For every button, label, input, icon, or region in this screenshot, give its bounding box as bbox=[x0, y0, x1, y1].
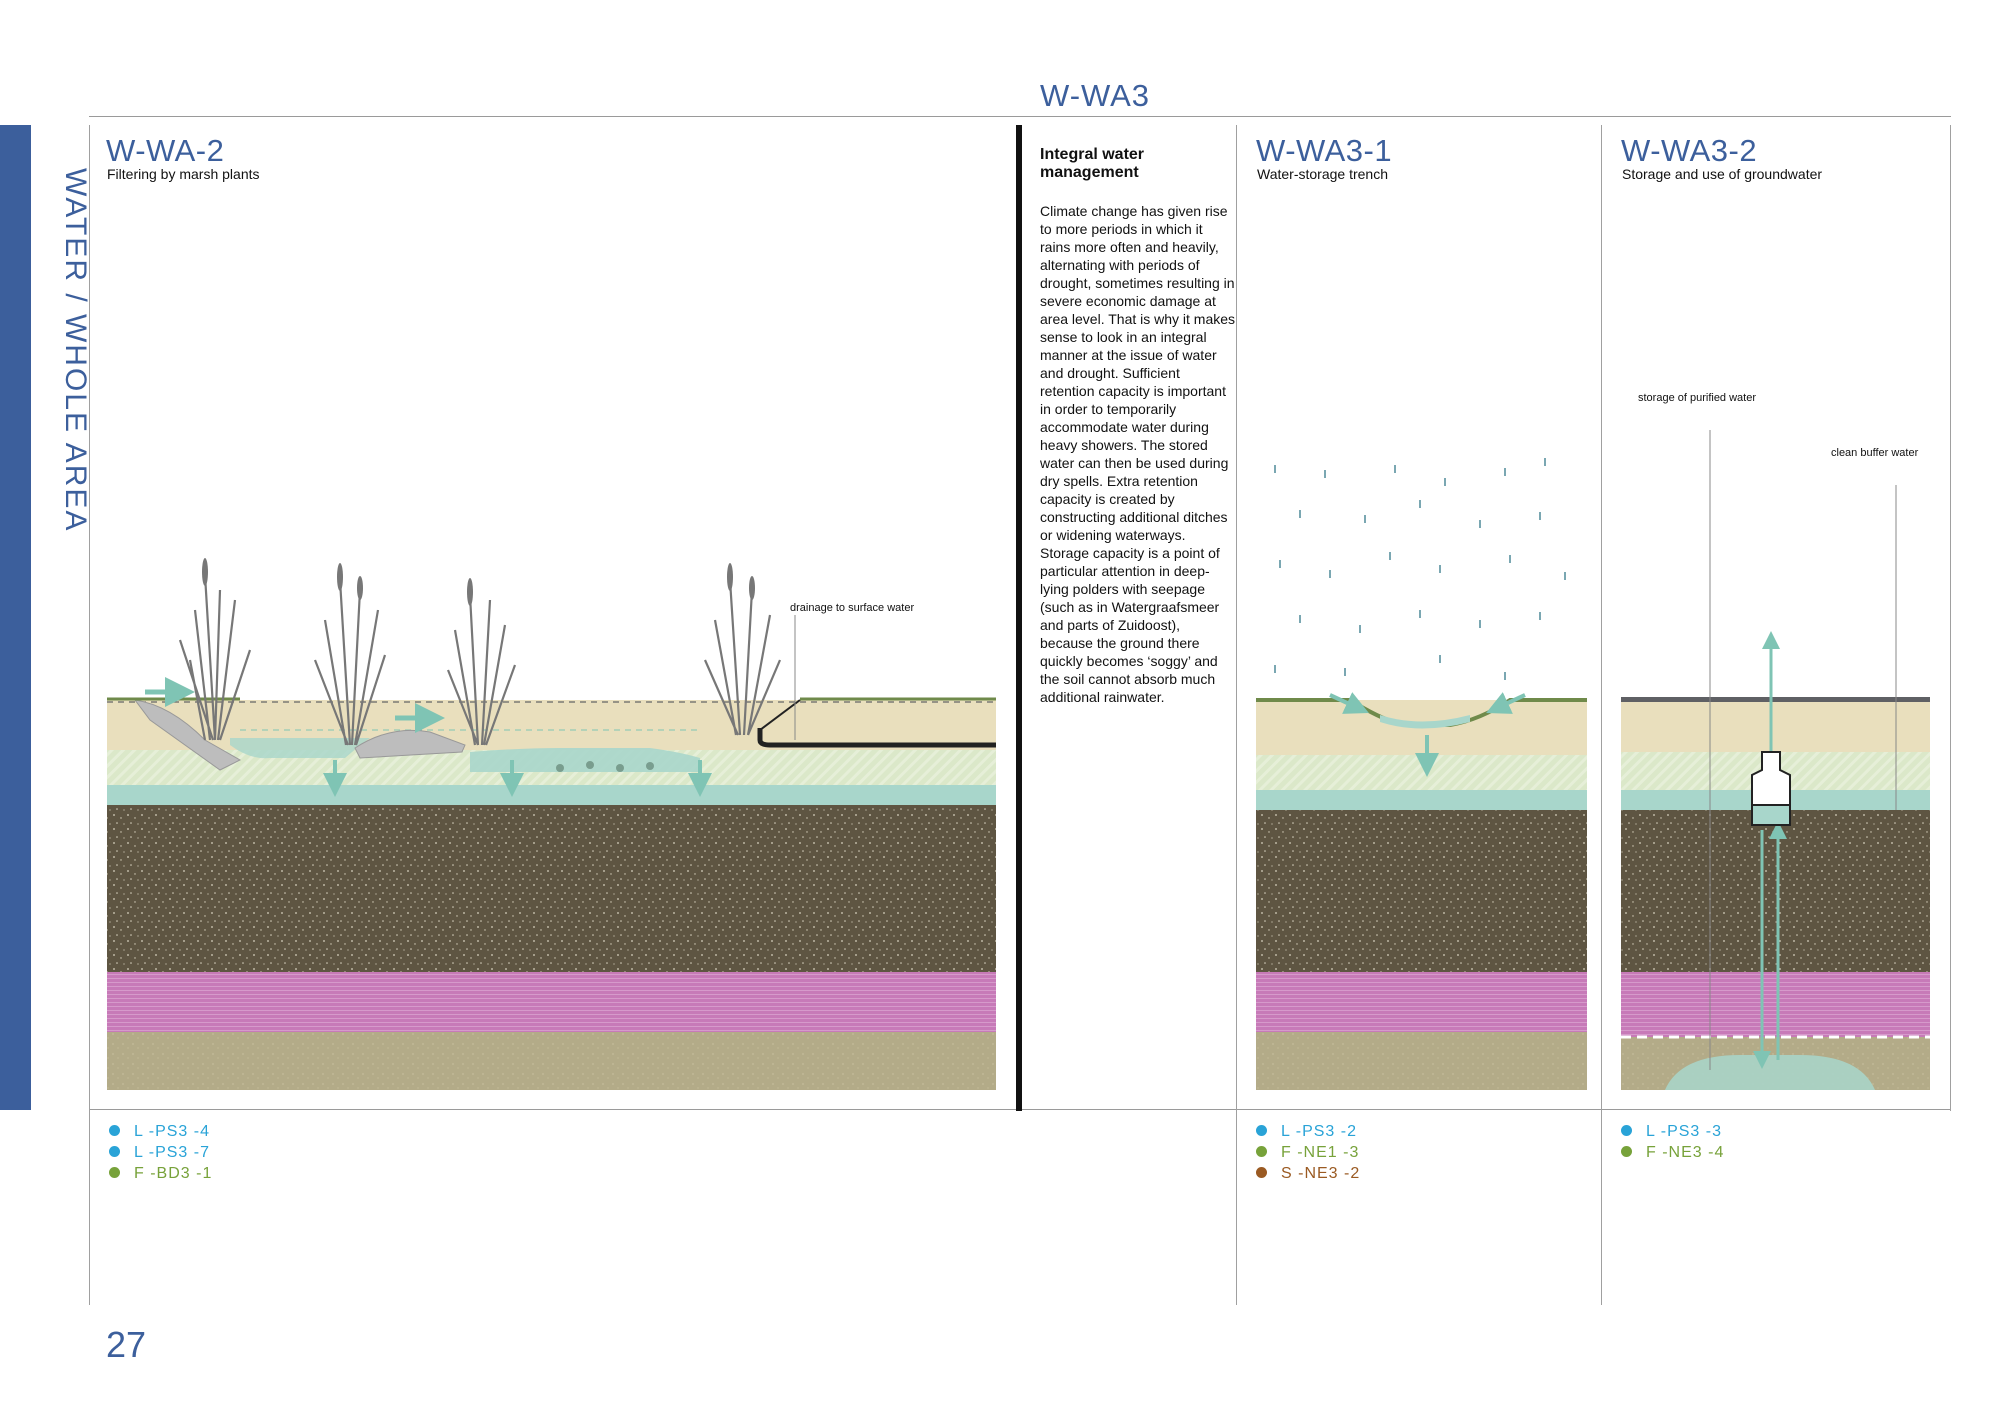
integral-water-text: Integral water management Climate change… bbox=[1040, 146, 1236, 706]
ref-item[interactable]: F -NE3 -4 bbox=[1621, 1142, 1724, 1163]
ref-item[interactable]: L -PS3 -4 bbox=[109, 1121, 212, 1142]
column-divider-2 bbox=[1236, 125, 1237, 1305]
ref-dot-icon bbox=[1256, 1167, 1267, 1178]
section-subtitle-wwa2: Filtering by marsh plants bbox=[107, 166, 260, 182]
ref-dot-icon bbox=[1621, 1146, 1632, 1157]
section-code-wwa31: W-WA3-1 bbox=[1256, 133, 1393, 168]
page-number: 27 bbox=[106, 1324, 147, 1365]
column-divider-3 bbox=[1601, 125, 1602, 1305]
refs-wwa31: L -PS3 -2 F -NE1 -3 S -NE3 -2 bbox=[1256, 1121, 1360, 1184]
ref-item[interactable]: L -PS3 -3 bbox=[1621, 1121, 1724, 1142]
refs-wwa32: L -PS3 -3 F -NE3 -4 bbox=[1621, 1121, 1724, 1163]
integral-heading: Integral water management bbox=[1040, 146, 1145, 181]
annotation-buffer: clean buffer water bbox=[1831, 447, 1919, 459]
section-code-wwa32: W-WA3-2 bbox=[1621, 133, 1758, 168]
ref-dot-icon bbox=[1256, 1146, 1267, 1157]
ref-item[interactable]: F -NE1 -3 bbox=[1256, 1142, 1360, 1163]
section-code-wwa2: W-WA-2 bbox=[106, 133, 225, 168]
ref-dot-icon bbox=[109, 1146, 120, 1157]
ref-dot-icon bbox=[109, 1167, 120, 1178]
ref-item[interactable]: S -NE3 -2 bbox=[1256, 1163, 1360, 1184]
sidebar-tab bbox=[0, 125, 31, 1110]
ref-dot-icon bbox=[1621, 1125, 1632, 1136]
top-divider bbox=[89, 116, 1951, 117]
section-subtitle-wwa32: Storage and use of groundwater bbox=[1622, 166, 1823, 182]
ref-item[interactable]: L -PS3 -2 bbox=[1256, 1121, 1360, 1142]
annotation-storage: storage of purified water bbox=[1638, 392, 1757, 404]
panel-wwa32-diagram bbox=[1621, 430, 1930, 1090]
panel-wwa31-diagram bbox=[1256, 458, 1587, 1090]
panel-wwa2-diagram bbox=[107, 558, 996, 1090]
refs-wwa2: L -PS3 -4 L -PS3 -7 F -BD3 -1 bbox=[109, 1121, 212, 1184]
column-divider-left bbox=[89, 125, 90, 1305]
ref-item[interactable]: F -BD3 -1 bbox=[109, 1163, 212, 1184]
ref-item[interactable]: L -PS3 -7 bbox=[109, 1142, 212, 1163]
annotation-drainage: drainage to surface water bbox=[790, 602, 915, 614]
integral-body: Climate change has given rise to more pe… bbox=[1040, 203, 1236, 705]
section-subtitle-wwa31: Water-storage trench bbox=[1257, 166, 1388, 182]
text-column-bar bbox=[1016, 125, 1022, 1111]
page-title: W-WA3 bbox=[1040, 78, 1151, 113]
ref-dot-icon bbox=[1256, 1125, 1267, 1136]
column-divider-right bbox=[1950, 125, 1951, 1111]
ref-dot-icon bbox=[109, 1125, 120, 1136]
